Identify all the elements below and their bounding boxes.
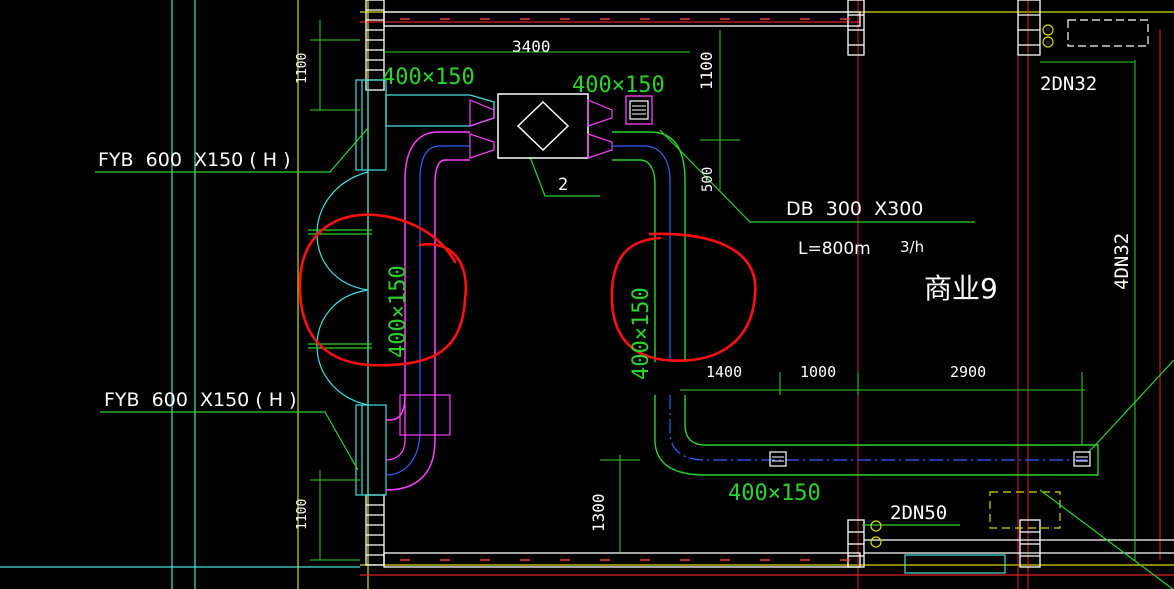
dim-2900: 2900: [950, 363, 986, 381]
door-grille-marks: [308, 229, 372, 349]
red-grid-lines: [857, 0, 1161, 589]
airflow-label: L=800m: [798, 239, 871, 259]
fyb-label-upper: FYB 600 X150 ( H ): [98, 149, 291, 171]
room-name: 商业9: [924, 272, 998, 305]
airflow-unit: 3/h: [900, 238, 924, 256]
pipe-4dn32: 4DN32: [1111, 233, 1133, 290]
unit-tag: 2: [558, 175, 568, 195]
dim-1100-bottom: 1100: [295, 499, 310, 530]
walls: [365, 0, 1174, 568]
duct-size-bottom: 400×150: [728, 481, 821, 506]
left-column-lines: [0, 0, 360, 589]
annotation-circles: [298, 213, 757, 367]
right-side-pipes: [870, 19, 1174, 589]
duct-size-top-right: 400×150: [572, 73, 665, 98]
supply-duct-right: [612, 131, 1099, 476]
dim-500: 500: [700, 167, 716, 192]
duct-size-left-vertical: 400×150: [386, 265, 411, 358]
dim-1000: 1000: [800, 363, 836, 381]
yellow-grid-lines: [297, 0, 1174, 589]
dim-1100-top: 1100: [295, 53, 310, 84]
fyb-label-lower: FYB 600 X150 ( H ): [104, 389, 297, 411]
dim-1400: 1400: [706, 363, 742, 381]
db-label: DB 300 X300: [786, 198, 923, 220]
wall-hatch-marks: [400, 18, 850, 561]
duct-size-top-left: 400×150: [382, 65, 475, 90]
pipe-2dn32: 2DN32: [1040, 73, 1097, 95]
dimension-lines: [310, 20, 1136, 561]
annotation-circle-left: [298, 213, 468, 367]
leader-lines: [95, 127, 1174, 526]
duct-size-right-vertical: 400×150: [629, 287, 654, 380]
dim-1100-right: 1100: [697, 51, 716, 90]
drawing-labels: 3400 400×150 400×150 1100 1100 FYB 600 X…: [98, 37, 1133, 532]
pipe-2dn50: 2DN50: [890, 502, 947, 524]
air-handling-unit: [469, 93, 653, 159]
annotation-circle-right: [610, 232, 757, 362]
dim-1300: 1300: [589, 493, 608, 532]
dim-3400: 3400: [512, 37, 551, 56]
left-wall-openings: [316, 79, 387, 496]
